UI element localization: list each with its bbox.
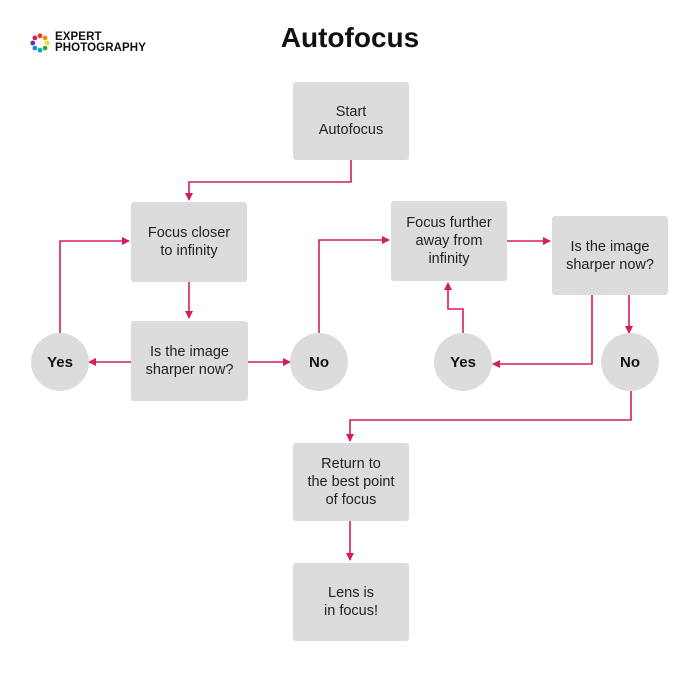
diagram-title: Autofocus	[280, 22, 420, 53]
node-no-right: No	[601, 333, 659, 391]
node-lens-in-focus: Lens is in focus!	[293, 563, 409, 641]
node-start-autofocus: Start Autofocus	[293, 82, 409, 160]
node-yes-left: Yes	[31, 333, 89, 391]
logo-wordmark: EXPERT PHOTOGRAPHY	[55, 31, 146, 54]
node-focus-closer: Focus closer to infinity	[131, 202, 247, 282]
arrow-yes-left-to-focus-closer	[59, 237, 130, 333]
expert-photography-logo: EXPERT PHOTOGRAPHY	[30, 31, 146, 54]
node-sharper-right: Is the image sharper now?	[552, 216, 668, 295]
arrow-yes-right-to-focus-further	[444, 282, 464, 333]
node-sharper-left: Is the image sharper now?	[131, 321, 248, 401]
node-return-best-point: Return to the best point of focus	[293, 443, 409, 521]
aperture-logo-icon	[30, 33, 50, 53]
arrow-no-right-to-return-best	[346, 391, 632, 442]
arrow-sharper-right-to-yes-right	[492, 295, 593, 368]
arrow-no-left-to-focus-further	[318, 236, 390, 333]
logo-line-1: EXPERT	[55, 31, 102, 43]
logo-line-2: PHOTOGRAPHY	[55, 42, 146, 54]
node-no-left: No	[290, 333, 348, 391]
node-yes-right: Yes	[434, 333, 492, 391]
arrow-start-to-focus-closer	[185, 160, 352, 201]
node-focus-further: Focus further away from infinity	[391, 201, 507, 281]
